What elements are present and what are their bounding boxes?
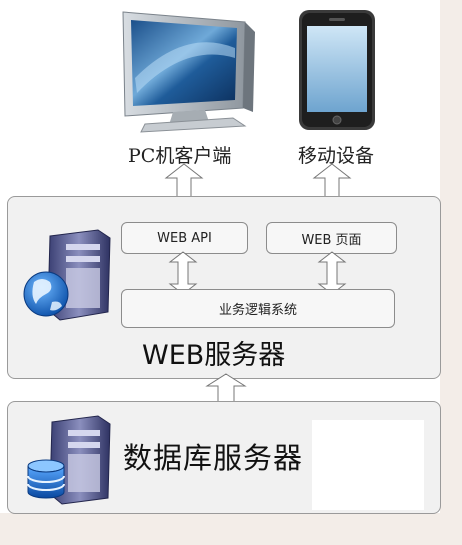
diagram-canvas: PC机客户端 移动设备 WEB API WEB 页面 xyxy=(0,0,441,514)
business-logic-box: 业务逻辑系统 xyxy=(121,289,395,328)
web-page-box: WEB 页面 xyxy=(266,222,397,254)
database-server-title: 数据库服务器 xyxy=(123,441,304,475)
pc-client-label: PC机客户端 xyxy=(128,145,232,167)
web-server-title: WEB服务器 xyxy=(142,340,286,371)
panel-highlight xyxy=(312,420,424,510)
mobile-device-label: 移动设备 xyxy=(298,145,375,167)
smartphone-icon xyxy=(299,10,375,130)
web-server-globe-icon xyxy=(23,229,111,321)
database-server-icon xyxy=(27,415,111,505)
desktop-monitor-icon xyxy=(122,11,255,133)
